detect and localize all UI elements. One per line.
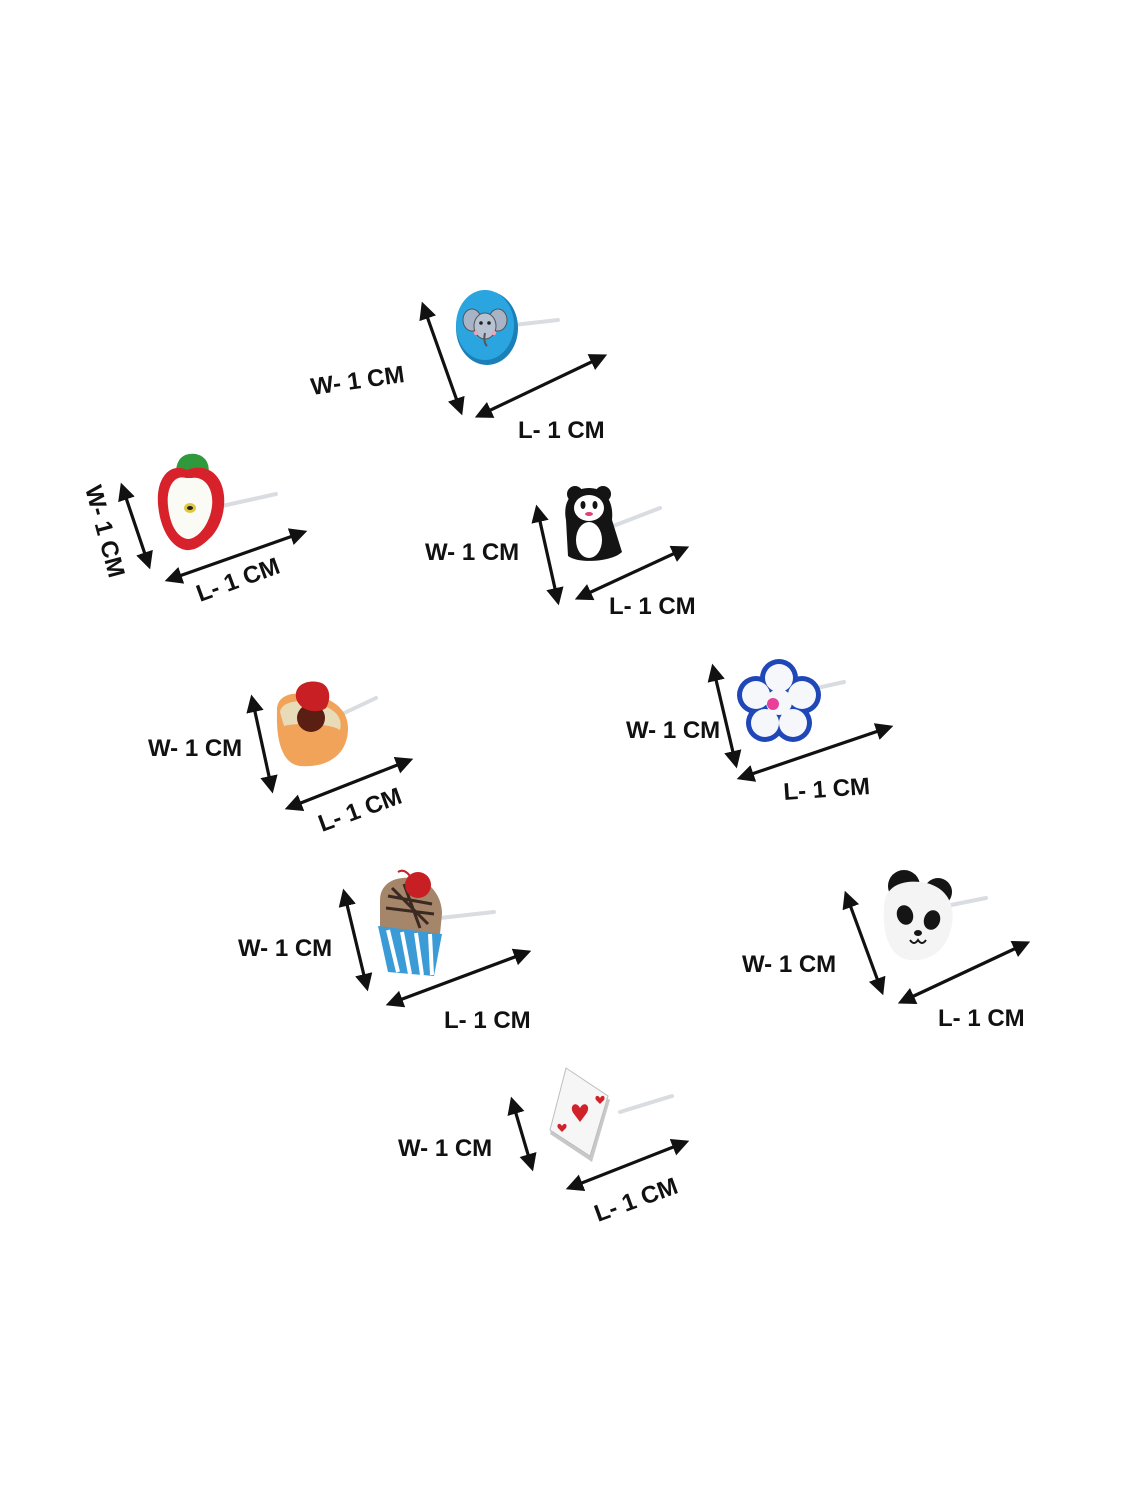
width-label: W- 1 CM: [309, 361, 406, 401]
flower-stud-icon: [737, 659, 821, 742]
width-dimension-arrow: [842, 890, 886, 996]
length-label: L- 1 CM: [591, 1173, 682, 1228]
earring-panda: W- 1 CM L- 1 CM: [742, 870, 1031, 1032]
width-label: W- 1 CM: [79, 483, 129, 581]
earring-penguin: W- 1 CM L- 1 CM: [425, 486, 696, 620]
length-label: L- 1 CM: [938, 1005, 1025, 1032]
earring-pin: [336, 696, 378, 718]
length-dimension-arrow: [736, 723, 894, 782]
length-dimension-arrow: [574, 545, 690, 601]
width-dimension-arrow: [338, 888, 373, 992]
length-label: L- 1 CM: [518, 417, 605, 444]
length-dimension-arrow: [284, 756, 414, 812]
width-label: W- 1 CM: [398, 1135, 492, 1162]
earring-apple: W- 1 CM L- 1 CM: [79, 453, 308, 608]
length-label: L- 1 CM: [444, 1007, 531, 1034]
penguin-stud-icon: [565, 486, 622, 561]
width-dimension-arrow: [246, 694, 278, 794]
width-label: W- 1 CM: [626, 717, 720, 744]
earring-pin: [944, 896, 988, 908]
width-label: W- 1 CM: [742, 951, 836, 978]
earring-pin: [618, 1094, 674, 1114]
apple-stud-icon: [157, 453, 225, 551]
length-dimension-arrow: [474, 354, 608, 418]
width-dimension-arrow: [531, 504, 564, 606]
width-dimension-arrow: [118, 482, 153, 570]
length-dimension-arrow: [164, 528, 308, 584]
earring-pin: [220, 492, 278, 508]
elephant-stud-icon: [456, 290, 518, 365]
length-dimension-arrow: [565, 1138, 690, 1192]
width-dimension-arrow: [707, 663, 742, 769]
earring-pin: [438, 910, 496, 920]
length-label: L- 1 CM: [783, 773, 871, 806]
width-label: W- 1 CM: [148, 735, 242, 762]
length-dimension-arrow: [897, 941, 1031, 1004]
earring-pin: [606, 506, 662, 530]
panda-stud-icon: [883, 870, 953, 961]
width-dimension-arrow: [419, 301, 465, 416]
earring-elephant: W- 1 CM L- 1 CM: [309, 290, 608, 444]
earring-cupcake: W- 1 CM L- 1 CM: [238, 869, 532, 1034]
length-label: L- 1 CM: [193, 553, 284, 608]
width-dimension-arrow: [507, 1096, 537, 1172]
earring-dessert: W- 1 CM L- 1 CM: [148, 681, 414, 838]
dessert-stud-icon: [276, 681, 348, 767]
earring-card: W- 1 CM L- 1 CM: [398, 1067, 690, 1228]
width-label: W- 1 CM: [238, 935, 332, 962]
width-label: W- 1 CM: [425, 539, 519, 566]
length-label: L- 1 CM: [609, 593, 696, 620]
cupcake-stud-icon: [378, 869, 442, 976]
playing-card-stud-icon: [549, 1067, 610, 1162]
length-dimension-arrow: [385, 948, 532, 1008]
earring-flower: W- 1 CM L- 1 CM: [626, 659, 894, 806]
